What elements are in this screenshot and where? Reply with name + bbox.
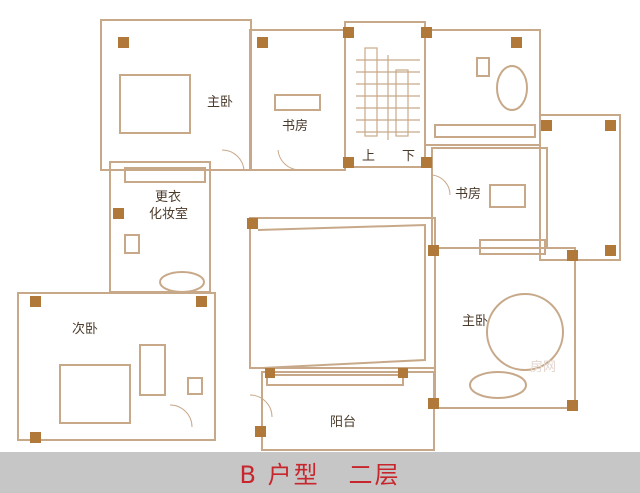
outer-wall-right-master <box>434 247 576 409</box>
door-arc-1 <box>221 149 245 171</box>
footer-title: B 户型 二层 <box>0 455 640 490</box>
label-study-1: 书房 <box>282 118 308 134</box>
toilet-2 <box>124 234 140 254</box>
label-balcony: 阳台 <box>330 415 356 430</box>
balcony-outline <box>261 371 435 451</box>
closet-3 <box>434 124 536 138</box>
toilet-1 <box>476 57 490 77</box>
label-master-bedroom-1: 主卧 <box>207 95 233 110</box>
closet-2 <box>479 239 546 255</box>
label-stairs-down: 下 <box>402 149 415 164</box>
bed-second <box>59 364 131 424</box>
sofa-round <box>469 371 527 399</box>
watermark: 房网 <box>530 360 557 375</box>
label-second-bedroom: 次卧 <box>72 321 98 337</box>
round-bed <box>486 293 564 371</box>
outer-wall-bath-right <box>424 29 541 146</box>
void-slope <box>257 223 426 369</box>
label-dressing-room-1: 更衣 <box>155 189 181 205</box>
door-arc-2 <box>277 149 301 171</box>
label-dressing-room-2: 化妆室 <box>149 206 188 222</box>
label-stairs-up: 上 <box>362 149 375 164</box>
bathtub-top <box>496 65 528 111</box>
bed-master-1 <box>119 74 191 134</box>
outer-wall-stair <box>344 21 426 168</box>
bathtub-left <box>159 271 205 293</box>
closet-1 <box>124 167 206 183</box>
toilet-3 <box>187 377 203 395</box>
desk-study-2 <box>489 184 526 208</box>
footer-band <box>0 452 640 493</box>
door-arc-4 <box>249 394 273 418</box>
columns <box>30 27 616 443</box>
door-arc-3 <box>431 174 451 196</box>
door-arc-5 <box>169 404 193 428</box>
outer-wall-study-top <box>249 29 346 171</box>
unit-type: B 户型 <box>239 461 320 489</box>
balcony-rail <box>266 374 404 386</box>
label-study-2: 书房 <box>455 186 481 202</box>
outer-wall-left-bedroom <box>17 292 216 441</box>
central-void <box>249 217 436 369</box>
outer-wall-bay <box>539 114 621 261</box>
stair-treads <box>356 47 420 140</box>
floor-name: 二层 <box>348 461 401 489</box>
wardrobe-left <box>139 344 166 396</box>
desk-study-1 <box>274 94 321 111</box>
label-master-bedroom-2: 主卧 <box>462 314 488 329</box>
